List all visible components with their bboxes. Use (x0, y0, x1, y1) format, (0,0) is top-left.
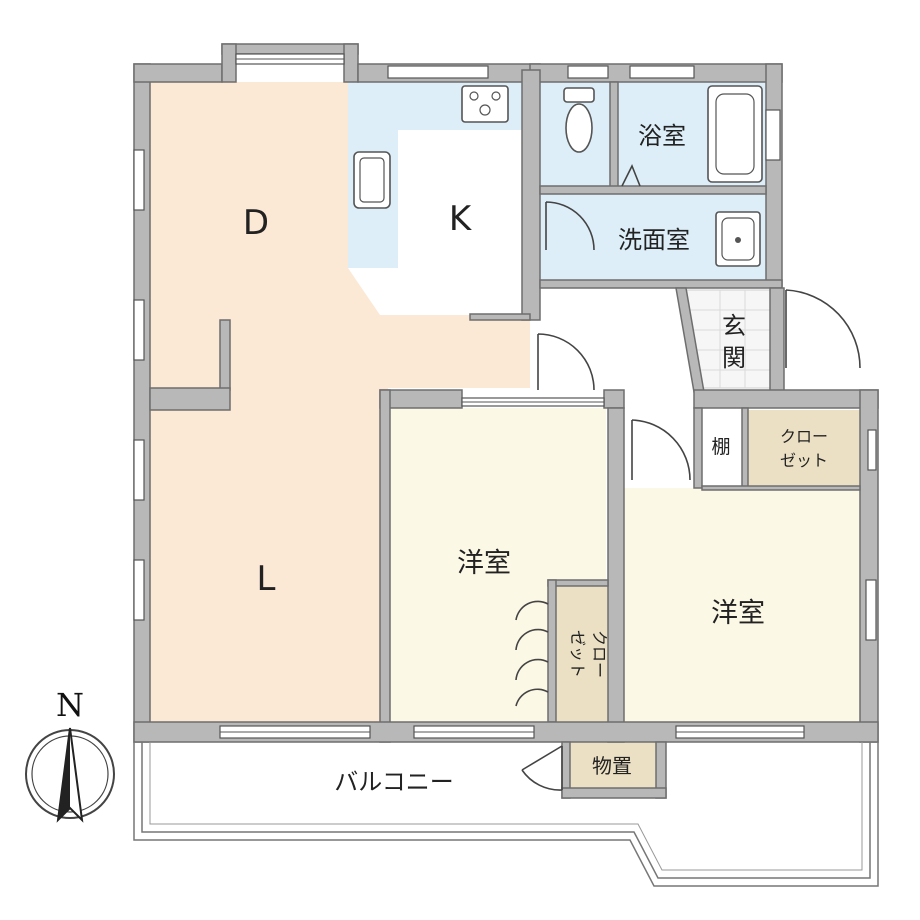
storage-label: 物置 (592, 754, 632, 778)
fixtures (353, 85, 763, 267)
windows (133, 53, 877, 739)
closet-ne-label-1: クロー (780, 427, 828, 446)
kitchen-label: K (449, 199, 473, 239)
closet-ne (748, 410, 860, 488)
shelf-label: 棚 (711, 436, 730, 458)
bathroom-label: 浴室 (638, 122, 686, 150)
room-fills (150, 82, 860, 788)
doors (515, 164, 861, 791)
closet-center (556, 586, 608, 722)
entrance-label-2: 関 (722, 344, 746, 372)
closet-ne-label-2: ゼット (780, 451, 828, 470)
shelf (700, 410, 742, 486)
western-east-label: 洋室 (711, 598, 765, 629)
living-label: L (257, 559, 276, 599)
entrance-label-1: 玄 (722, 312, 746, 340)
closet-center-label-2: ゼット (568, 630, 587, 678)
closet-center-label-1: クロー (590, 630, 609, 678)
dining-label: D (243, 203, 269, 243)
ldk-area (150, 82, 530, 722)
wash-basin (715, 211, 761, 267)
hall (536, 288, 682, 398)
washroom-label: 洗面室 (618, 226, 690, 254)
kitchen-sink (353, 151, 391, 209)
western-room-east (624, 488, 860, 722)
toilet-icon (563, 87, 595, 153)
balcony-label: バルコニー (334, 768, 454, 796)
bathtub (707, 85, 763, 183)
compass-icon (25, 727, 115, 823)
storage-room (570, 742, 656, 788)
stove (461, 85, 509, 123)
western-center-label: 洋室 (457, 548, 511, 579)
north-label: N (56, 686, 84, 724)
labels: D K L 浴室 洗面室 玄 関 棚 クロー ゼット 洋室 洋室 クロー ゼット… (243, 122, 828, 796)
balcony (133, 742, 879, 887)
kitchen-counter (348, 82, 522, 268)
